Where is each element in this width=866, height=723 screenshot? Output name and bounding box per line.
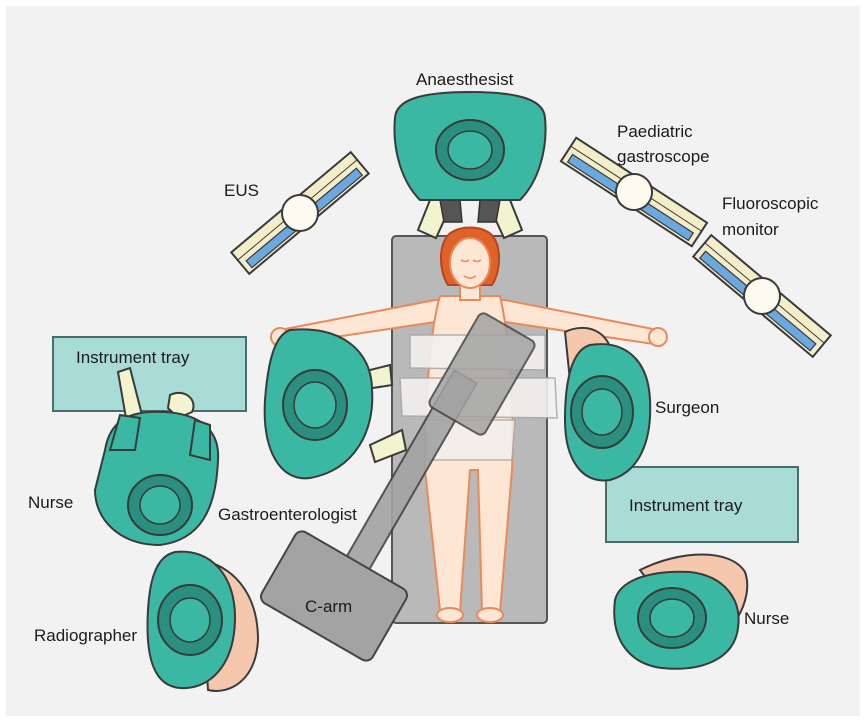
instrument-tray-right-label: Instrument tray <box>629 496 743 515</box>
fluoroscopic-monitor-label-line2: monitor <box>722 220 779 239</box>
gastroenterologist-label: Gastroenterologist <box>218 505 357 524</box>
paediatric-gastroscope-label-line1: Paediatric <box>617 122 693 141</box>
paediatric-gastroscope-label-line2: gastroscope <box>617 147 710 166</box>
c-arm-label: C-arm <box>305 597 352 616</box>
surgeon-label: Surgeon <box>655 398 719 417</box>
instrument-tray-left-label: Instrument tray <box>76 348 190 367</box>
fluoroscopic-monitor-label-line1: Fluoroscopic <box>722 194 819 213</box>
radiographer-label: Radiographer <box>34 626 137 645</box>
eus-label: EUS <box>224 181 259 200</box>
patient-head <box>441 228 499 289</box>
nurse-left-label: Nurse <box>28 493 73 512</box>
anaesthesist-label: Anaesthesist <box>416 70 514 89</box>
nurse-right-label: Nurse <box>744 609 789 628</box>
